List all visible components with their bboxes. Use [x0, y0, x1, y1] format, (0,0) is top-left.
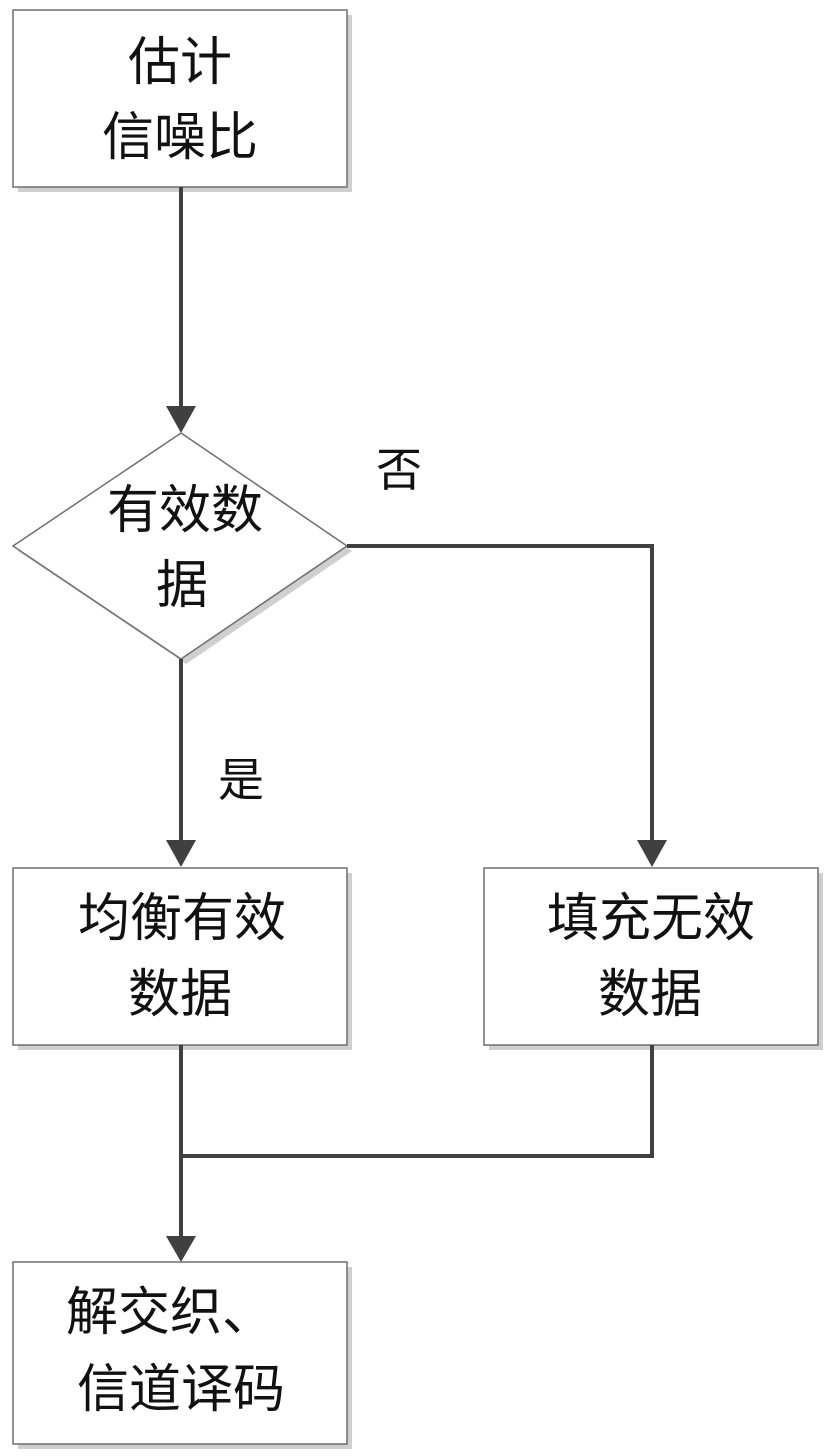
estimate-snr-line2: 信噪比: [102, 108, 258, 168]
deinterleave-decode-node: 解交织、 信道译码: [13, 1262, 352, 1449]
fill-line1: 填充无效: [547, 889, 755, 949]
equalize-valid-data-node: 均衡有效 数据: [13, 868, 352, 1050]
equalize-line2: 数据: [128, 965, 232, 1025]
decision-line1: 有效数: [107, 481, 263, 541]
equalize-line1: 均衡有效: [78, 889, 286, 949]
valid-data-decision-node: 有效数 据: [13, 433, 352, 664]
decode-line1: 解交织、: [66, 1283, 274, 1343]
estimate-snr-line1: 估计: [128, 33, 232, 93]
no-label: 否: [376, 443, 422, 497]
edge-decision-no: [347, 546, 667, 867]
decode-line2: 信道译码: [77, 1360, 285, 1420]
edge-estimate-to-decision: [166, 187, 196, 433]
fill-invalid-data-node: 填充无效 数据: [484, 868, 823, 1050]
edge-decision-yes: [166, 659, 196, 867]
yes-label: 是: [218, 753, 264, 807]
estimate-snr-node: 估计 信噪比: [13, 10, 352, 192]
edge-merge-to-decode: [166, 1045, 652, 1262]
decision-line2: 据: [156, 556, 208, 616]
fill-line2: 数据: [598, 965, 702, 1025]
